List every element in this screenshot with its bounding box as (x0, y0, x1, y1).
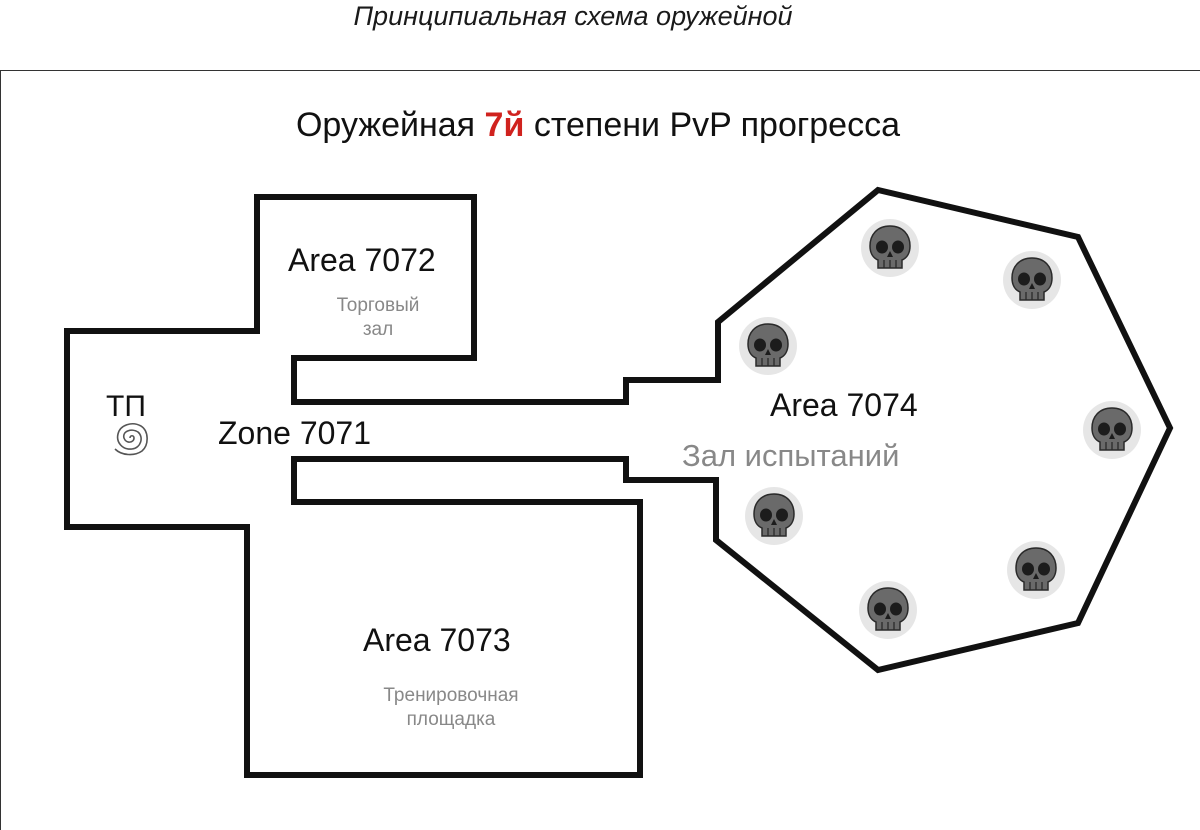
area-7073-sublabel-line: площадка (406, 709, 496, 730)
page-title: Принципиальная схема оружейной (353, 1, 793, 31)
skull-icon (744, 486, 804, 546)
area-7073-label: Area 7073 (363, 622, 511, 658)
subtitle-suffix: степени PvP прогресса (533, 106, 900, 144)
area-7074-sublabel-line: Зал испытаний (682, 438, 900, 473)
area-7073-sublabel: Тренировочная площадка (356, 684, 546, 732)
area-7074-label: Area 7074 (770, 387, 918, 423)
subtitle-highlight: 7й (484, 106, 525, 144)
skull-icon (858, 580, 918, 640)
map-frame (0, 70, 1200, 830)
area-7073-sublabel-line: Тренировочная (383, 685, 519, 706)
zone-7071-label: Zone 7071 (218, 415, 372, 451)
area-7072-sublabel-line: Торговый (336, 295, 420, 316)
area-7072-label: Area 7072 (288, 242, 436, 278)
zone-7071-walls (64, 186, 1174, 778)
skull-icon (738, 316, 798, 376)
skull-icon (1082, 400, 1142, 460)
area-7072-sublabel-line: зал (362, 319, 394, 340)
skull-icon (1002, 250, 1062, 310)
area-7072-sublabel: Торговый зал (318, 294, 438, 342)
skull-icon (860, 218, 920, 278)
teleport-label: ТП (106, 390, 146, 423)
spiral-icon (114, 423, 148, 456)
subtitle-prefix: Оружейная (295, 106, 476, 144)
area-7074-sublabel: Зал испытаний (682, 440, 918, 472)
skull-icon (1006, 540, 1066, 600)
map-subtitle: Оружейная 7й степени PvP прогресса (0, 103, 1196, 147)
